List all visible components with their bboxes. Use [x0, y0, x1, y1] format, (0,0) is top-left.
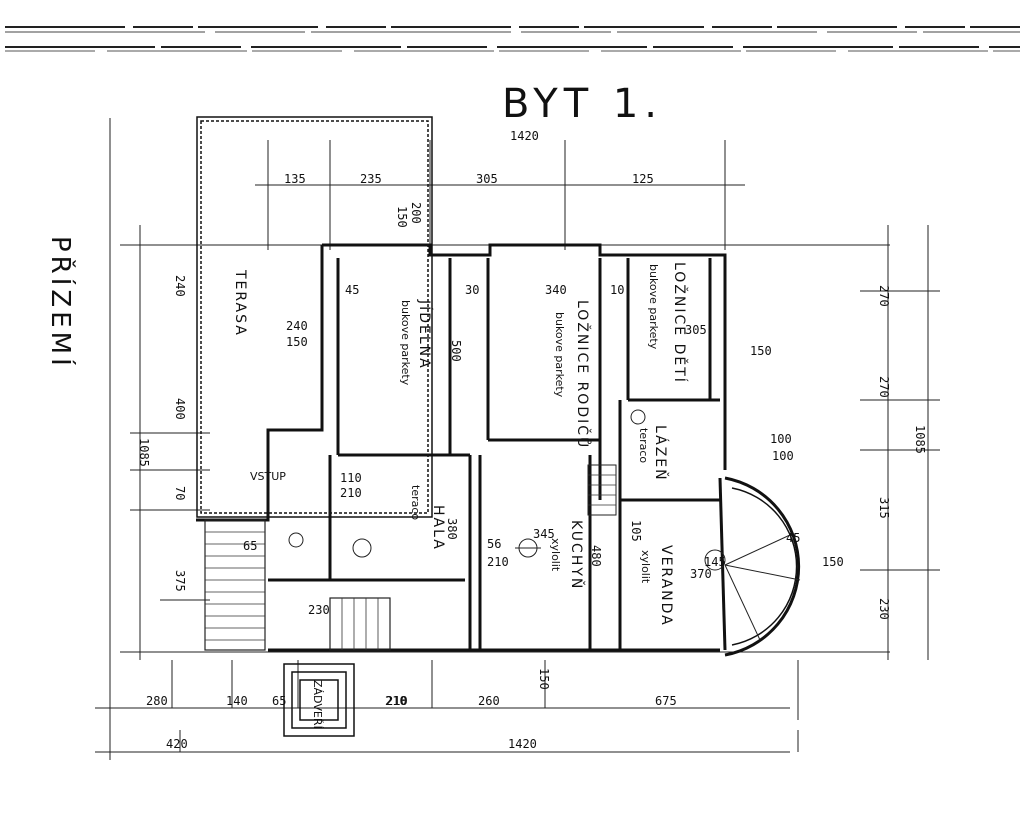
- light-fixtures: [288, 409, 646, 558]
- dim-right-4: 230: [877, 598, 891, 620]
- room-hala-name: HALA: [430, 505, 446, 551]
- dim-misc-12: 500: [449, 340, 463, 362]
- dim-misc-29: 100: [772, 449, 794, 463]
- dimension-lines: [95, 118, 940, 760]
- dim-misc-27: 210: [386, 694, 408, 708]
- dim-left-4: 375: [173, 570, 187, 592]
- dim-misc-20: 145: [704, 555, 726, 569]
- dim-top-1: 135: [284, 172, 306, 186]
- dim-misc-6: 10: [610, 283, 624, 297]
- veranda-bay: [704, 534, 801, 641]
- dim-misc-28: 150: [537, 668, 551, 690]
- interior-walls: [268, 258, 720, 650]
- dim-misc-18: 105: [629, 520, 643, 542]
- dim-misc-26: 230: [308, 603, 330, 617]
- dim-top-3: 305: [476, 172, 498, 186]
- dim-bottom-2: 140: [226, 694, 248, 708]
- dim-top-4: 125: [632, 172, 654, 186]
- dim-misc-7: 305: [685, 323, 707, 337]
- room-loznice-deti-floor: bukove parkety: [647, 264, 660, 350]
- room-labels: TERASA JÍDELNA bukove parkety LOŽNICE RO…: [232, 262, 689, 729]
- dim-bottom-1: 280: [146, 694, 168, 708]
- terrace-outline: [196, 116, 433, 518]
- dim-misc-11: 100: [770, 432, 792, 446]
- room-veranda-name: VERANDA: [658, 545, 674, 627]
- dimensions-top: 1420 135 235 305 125: [284, 129, 654, 186]
- dim-misc-3: 45: [345, 283, 359, 297]
- stair-treads: [204, 464, 617, 651]
- dim-misc-10: 150: [286, 335, 308, 349]
- dim-bottom-overall-1: 420: [166, 737, 188, 751]
- dim-left-3: 70: [173, 486, 187, 500]
- dim-misc-14: 210: [340, 486, 362, 500]
- room-zadveri-name: ZÁDVEŘÍ: [311, 680, 324, 729]
- dimensions-interior: 200 150 45 30 340 10 305 150 240 150 100…: [243, 202, 844, 708]
- drawing-title: BYT 1.: [502, 81, 663, 127]
- dim-misc-22: 45: [786, 531, 800, 545]
- floor-label: PŘÍZEMÍ: [45, 236, 77, 370]
- dim-left-2: 400: [173, 398, 187, 420]
- dim-left-1: 240: [173, 275, 187, 297]
- dim-left-overall: 1085: [137, 438, 151, 467]
- entrance-porch: [283, 663, 355, 737]
- dim-misc-4: 30: [465, 283, 479, 297]
- dim-right-overall: 1085: [913, 425, 927, 454]
- dim-bottom-5: 260: [478, 694, 500, 708]
- dim-bottom-4: 210: [385, 694, 407, 708]
- dim-right-3: 315: [877, 497, 891, 519]
- dim-misc-8: 150: [750, 344, 772, 358]
- dim-misc-9: 240: [286, 319, 308, 333]
- exterior-walls: [196, 243, 801, 657]
- dim-bottom-3: 65: [272, 694, 286, 708]
- dim-misc-1: 200: [409, 202, 423, 224]
- room-loznice-rodicu-floor: bukove parkety: [553, 312, 566, 398]
- dim-misc-21: 150: [822, 555, 844, 569]
- dim-misc-19: 370: [690, 567, 712, 581]
- room-koupelna-floor: teraco: [637, 428, 650, 463]
- dim-misc-24: 210: [487, 555, 509, 569]
- dim-misc-17: 480: [589, 545, 603, 567]
- room-terasa-name: TERASA: [232, 269, 248, 337]
- room-hala-floor: teraco: [409, 485, 422, 520]
- dim-misc-16: 345: [533, 527, 555, 541]
- dim-misc-2: 150: [395, 206, 409, 228]
- room-jidelna-floor: bukove parkety: [399, 300, 412, 386]
- dimensions-right: 270 270 315 230 1085: [877, 285, 927, 620]
- room-koupelna-name: LÁZEŇ: [652, 425, 669, 482]
- dim-bottom-overall-2: 1420: [508, 737, 537, 751]
- title-border-lines: [5, 26, 1020, 52]
- dim-misc-23: 56: [487, 537, 501, 551]
- room-loznice-deti-name: LOŽNICE DĚTÍ: [671, 262, 689, 384]
- dim-misc-5: 340: [545, 283, 567, 297]
- dim-right-1: 270: [877, 285, 891, 307]
- room-kuchyn-floor: xylolit: [549, 538, 562, 572]
- dimensions-left: 240 400 70 375 1085: [137, 275, 187, 592]
- dim-bottom-6: 675: [655, 694, 677, 708]
- room-jidelna-name: JÍDELNA: [416, 299, 433, 370]
- dim-misc-13: 110: [340, 471, 362, 485]
- stairs-entrance-label: VSTUP: [250, 470, 286, 483]
- dim-top-2: 235: [360, 172, 382, 186]
- dim-top-overall: 1420: [510, 129, 539, 143]
- dimensions-bottom: 280 140 65 210 260 675 420 1420: [146, 694, 677, 751]
- dim-misc-15: 380: [445, 518, 459, 540]
- room-veranda-floor: xylolit: [639, 550, 652, 584]
- room-kuchyn-name: KUCHYŇ: [568, 520, 585, 590]
- dim-misc-25: 65: [243, 539, 257, 553]
- room-loznice-rodicu-name: LOŽNICE RODIČŮ: [574, 300, 592, 449]
- dim-right-2: 270: [877, 376, 891, 398]
